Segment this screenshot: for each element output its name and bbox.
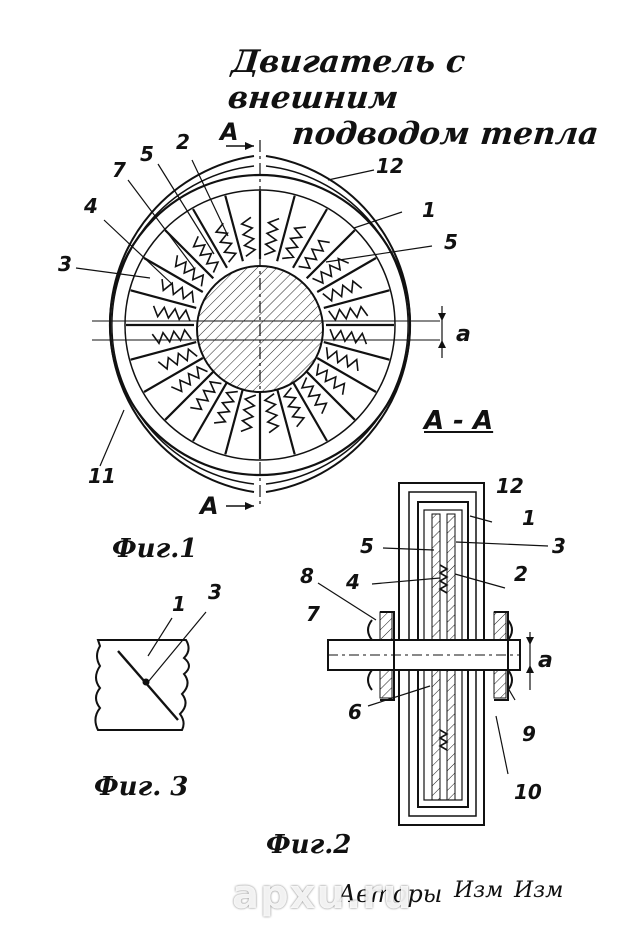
blade-3 [164, 229, 215, 280]
blade-3 [316, 257, 377, 293]
spring-4 [170, 365, 208, 393]
watermark: apxu.ru [232, 872, 413, 918]
blade-3 [130, 341, 197, 361]
figure-1-caption: Фиг.1 [112, 534, 198, 564]
spring-4 [192, 235, 220, 273]
fig1-label-12: 12 [376, 154, 404, 178]
spring-4 [151, 328, 192, 345]
footer-change-1: Изм [454, 878, 504, 903]
fig2-label-a: a [538, 648, 553, 673]
figure-3-caption: Фиг. 3 [94, 772, 189, 802]
spring-4 [263, 217, 280, 256]
spring-4 [298, 239, 330, 270]
fig1-label-4: 4 [84, 194, 98, 218]
blade-3 [292, 381, 328, 442]
fig1-label-section-top: A [220, 118, 239, 146]
spring-4 [322, 279, 363, 303]
spring-4 [190, 380, 222, 411]
bearing-9-hatch [493, 611, 507, 641]
fig1-label-11: 11 [88, 464, 116, 488]
fig2-label-10: 10 [514, 780, 542, 804]
spring-4-lower [438, 729, 449, 751]
blade-3 [117, 650, 179, 721]
blade-3 [323, 341, 390, 361]
fig1-label-2: 2 [176, 130, 190, 154]
fig2-label-1: 1 [522, 506, 536, 530]
fig1-label-7: 7 [112, 158, 126, 182]
spring-4 [161, 279, 195, 303]
blade-3 [143, 257, 204, 293]
blade-3 [305, 229, 356, 280]
springs-4 [151, 216, 369, 434]
fig3-label-3: 3 [208, 580, 222, 604]
figure-1-cross-section [75, 140, 446, 510]
figure-3-detail [94, 611, 207, 731]
fig2-label-4: 4 [346, 570, 360, 594]
spring-4 [300, 377, 328, 415]
spring-4 [315, 363, 346, 395]
blade-3 [305, 370, 356, 421]
fig3-outline [94, 639, 190, 731]
fig2-section-title: A - A [424, 406, 494, 436]
blade-3 [323, 289, 390, 309]
blade-3 [143, 357, 204, 393]
spring-4 [214, 222, 238, 263]
spring-4 [328, 305, 369, 322]
blade-3 [164, 370, 215, 421]
fig1-label-6: 5 [140, 142, 154, 166]
spring-4-upper [438, 564, 449, 594]
fig2-label-8: 8 [300, 564, 314, 588]
blade-3 [292, 208, 328, 269]
blade-3 [224, 388, 244, 455]
figure-2-caption: Фиг.2 [266, 830, 352, 860]
radial-blades [126, 191, 394, 459]
fig3-label-1: 1 [172, 592, 186, 616]
fig1-label-3: 3 [58, 252, 72, 276]
fig1-label-section-bottom: A [200, 492, 219, 520]
fig2-label-2: 2 [514, 562, 528, 586]
spring-4 [263, 393, 280, 434]
spring-4 [174, 255, 205, 287]
figure-2-axial-section [317, 482, 549, 826]
bearing-9-hatch-2 [493, 669, 507, 699]
bearing-8-hatch [379, 611, 393, 641]
spring-4 [214, 390, 238, 424]
fig2-label-12: 12 [496, 474, 524, 498]
fig2-label-9: 9 [522, 722, 536, 746]
spring-4 [282, 226, 306, 260]
spring-4 [240, 394, 257, 433]
fig1-label-1: 1 [422, 198, 436, 222]
blade-3 [130, 289, 197, 309]
fig2-label-6: 6 [348, 700, 362, 724]
blade-3 [276, 388, 296, 455]
casing-12-inner-right [265, 165, 409, 485]
spring-4 [325, 347, 359, 371]
spring-4 [152, 305, 191, 322]
bearing-8-hatch-2 [379, 669, 393, 699]
fig1-label-five: 5 [444, 230, 458, 254]
blade-3 [316, 357, 377, 393]
blade-3 [224, 195, 244, 262]
spring-4 [282, 387, 306, 428]
footer-authors: Авторы [338, 880, 443, 908]
footer-change-2: Изм [514, 878, 564, 903]
fig1-label-a: a [456, 322, 471, 347]
blade-3 [192, 208, 228, 269]
casing-12-inner-left [111, 165, 255, 485]
spring-4 [240, 216, 257, 257]
fig2-label-7: 7 [306, 602, 320, 626]
fig2-label-5: 5 [360, 534, 374, 558]
spring-4 [312, 257, 350, 285]
spring-4 [329, 328, 368, 345]
spring-4 [157, 347, 198, 371]
fig2-label-3: 3 [552, 534, 566, 558]
blade-3 [276, 195, 296, 262]
blade-3 [192, 381, 228, 442]
